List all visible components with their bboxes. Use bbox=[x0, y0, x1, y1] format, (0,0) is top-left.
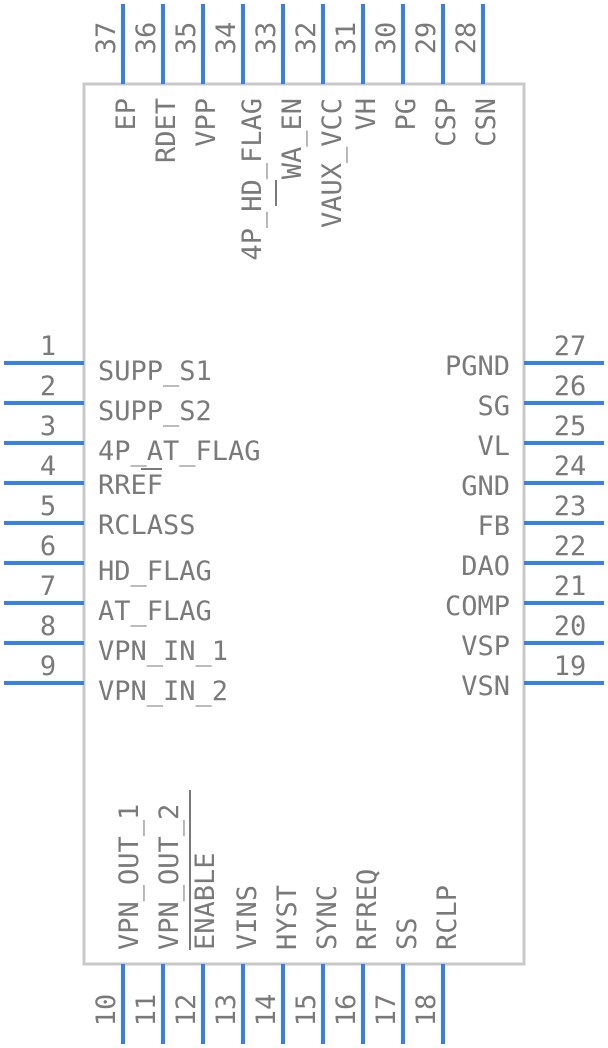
pin-name-18: RCLP bbox=[432, 885, 463, 950]
pin-name-7: AT_FLAG bbox=[98, 596, 212, 627]
pin-name-21: COMP bbox=[445, 591, 510, 622]
pin-name-24: GND bbox=[461, 471, 510, 502]
pin-name-2: SUPP_S2 bbox=[98, 396, 212, 427]
pin-number-28: 28 bbox=[451, 22, 482, 55]
pin-name-5: RCLASS bbox=[98, 510, 196, 541]
pin-number-10: 10 bbox=[91, 994, 122, 1027]
pin-name-22: DAO bbox=[461, 551, 510, 582]
pin-number-8: 8 bbox=[40, 611, 56, 642]
pin-name-34: 4P_HD_FLAG bbox=[237, 98, 268, 261]
pin-name-8: VPN_IN_1 bbox=[98, 636, 228, 667]
pin-name-17: SS bbox=[392, 917, 423, 950]
pin-name-27: PGND bbox=[445, 351, 510, 382]
bottom-pins: 10 VPN_OUT_1 11 VPN_OUT_2 12 ENABLE 13 V… bbox=[91, 790, 463, 1044]
pin-name-30: PG bbox=[391, 98, 422, 131]
pin-number-30: 30 bbox=[371, 22, 402, 55]
pin-number-5: 5 bbox=[40, 491, 56, 522]
pin-name-29: CSP bbox=[431, 98, 462, 147]
pin-number-2: 2 bbox=[40, 371, 56, 402]
pin-number-26: 26 bbox=[554, 371, 587, 402]
pin-number-32: 32 bbox=[291, 22, 322, 55]
pin-name-19: VSN bbox=[461, 671, 510, 702]
pin-name-3: 4P_AT_FLAG bbox=[98, 436, 261, 467]
pin-number-34: 34 bbox=[211, 22, 242, 55]
pin-name-23: FB bbox=[477, 511, 510, 542]
pin-number-12: 12 bbox=[171, 994, 202, 1027]
pin-name-25: VL bbox=[477, 431, 510, 462]
pin-name-26: SG bbox=[477, 391, 510, 422]
pin-number-37: 37 bbox=[91, 22, 122, 55]
pin-name-13: VINS bbox=[232, 885, 263, 950]
pin-number-1: 1 bbox=[40, 331, 56, 362]
pin-number-19: 19 bbox=[554, 651, 587, 682]
pin-number-4: 4 bbox=[40, 451, 56, 482]
left-pins: 1 SUPP_S1 2 SUPP_S2 3 4P_AT_FLAG 4 RREF … bbox=[4, 331, 261, 707]
pin-name-33: WA_EN bbox=[277, 98, 308, 179]
pin-name-37: EP bbox=[111, 98, 142, 131]
pin-name-16: RFREQ bbox=[352, 869, 383, 950]
pin-name-31: VH bbox=[351, 98, 382, 131]
pin-number-16: 16 bbox=[331, 994, 362, 1027]
pin-number-33: 33 bbox=[251, 22, 282, 55]
pin-number-11: 11 bbox=[131, 994, 162, 1027]
pin-number-21: 21 bbox=[554, 571, 587, 602]
pin-name-15: SYNC bbox=[312, 885, 343, 950]
pin-name-32: VAUX_VCC bbox=[317, 98, 348, 228]
component-body bbox=[82, 82, 526, 966]
pin-name-20: VSP bbox=[461, 631, 510, 662]
pin-number-13: 13 bbox=[211, 994, 242, 1027]
right-pins: 27 PGND 26 SG 25 VL 24 GND 23 FB 22 DAO … bbox=[445, 331, 604, 702]
pin-name-11: VPN_OUT_2 bbox=[154, 804, 185, 950]
pin-number-24: 24 bbox=[554, 451, 587, 482]
pin-name-1: SUPP_S1 bbox=[98, 356, 212, 387]
pin-name-10: VPN_OUT_1 bbox=[114, 804, 145, 950]
pin-number-9: 9 bbox=[40, 651, 56, 682]
pin-name-9: VPN_IN_2 bbox=[98, 676, 228, 707]
pin-name-35: VPP bbox=[191, 98, 222, 147]
pin-name-36: RDET bbox=[151, 98, 182, 163]
pin-number-14: 14 bbox=[251, 994, 282, 1027]
pin-name-12: ENABLE bbox=[190, 852, 221, 950]
pin-number-15: 15 bbox=[291, 994, 322, 1027]
pin-number-35: 35 bbox=[171, 22, 202, 55]
pin-name-28: CSN bbox=[471, 98, 502, 147]
pin-number-18: 18 bbox=[411, 994, 442, 1027]
pin-number-6: 6 bbox=[40, 531, 56, 562]
top-pins: 37 EP 36 RDET 35 VPP 34 4P_HD_FLAG 33 WA… bbox=[91, 4, 502, 261]
pin-number-29: 29 bbox=[411, 22, 442, 55]
pin-number-3: 3 bbox=[40, 411, 56, 442]
pin-number-23: 23 bbox=[554, 491, 587, 522]
pin-number-22: 22 bbox=[554, 531, 587, 562]
pin-number-20: 20 bbox=[554, 611, 587, 642]
pin-name-6: HD_FLAG bbox=[98, 556, 212, 587]
pin-number-7: 7 bbox=[40, 571, 56, 602]
pin-name-14: HYST bbox=[272, 885, 303, 950]
pin-number-31: 31 bbox=[331, 22, 362, 55]
pin-number-17: 17 bbox=[371, 994, 402, 1027]
pin-number-25: 25 bbox=[554, 411, 587, 442]
pin-number-27: 27 bbox=[554, 331, 587, 362]
pin-number-36: 36 bbox=[131, 22, 162, 55]
pin-name-4: RREF bbox=[98, 470, 163, 501]
